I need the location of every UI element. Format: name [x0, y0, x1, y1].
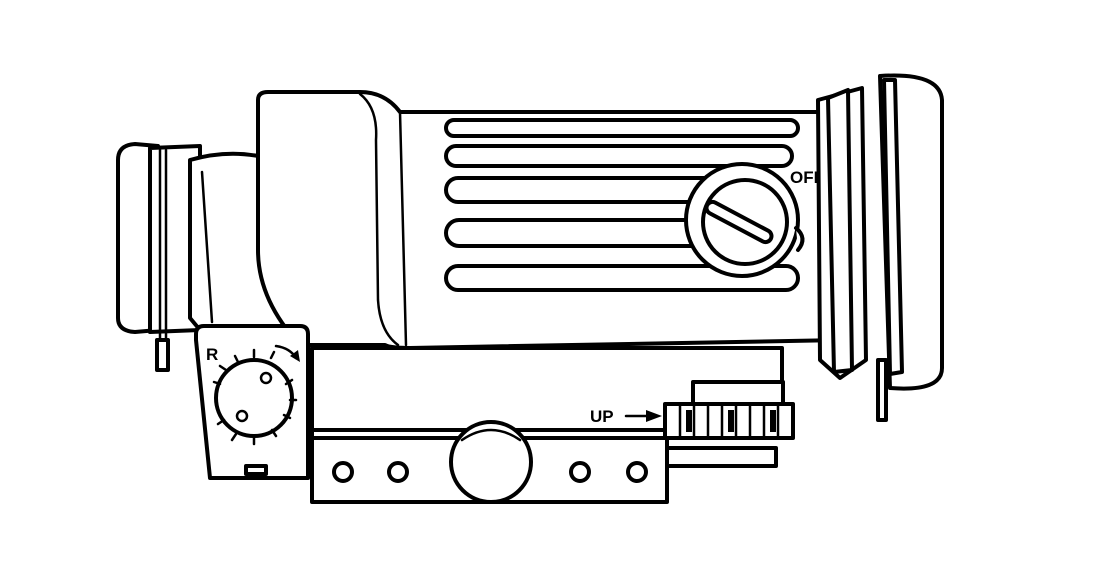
range-arrow-icon: [274, 344, 300, 362]
objective-lens-cap: [116, 142, 202, 372]
r-label: R: [206, 345, 218, 364]
up-arrow-icon: [624, 410, 662, 422]
body-ribs: [444, 118, 800, 292]
off-label: OFF: [790, 168, 824, 187]
elevation-adjuster[interactable]: [663, 402, 795, 440]
up-label: UP: [590, 407, 614, 426]
eyepiece: [816, 73, 944, 422]
power-switch-knob[interactable]: [684, 162, 805, 278]
range-dial-knob[interactable]: [212, 348, 298, 446]
mount-clamp-knob[interactable]: [449, 420, 533, 504]
